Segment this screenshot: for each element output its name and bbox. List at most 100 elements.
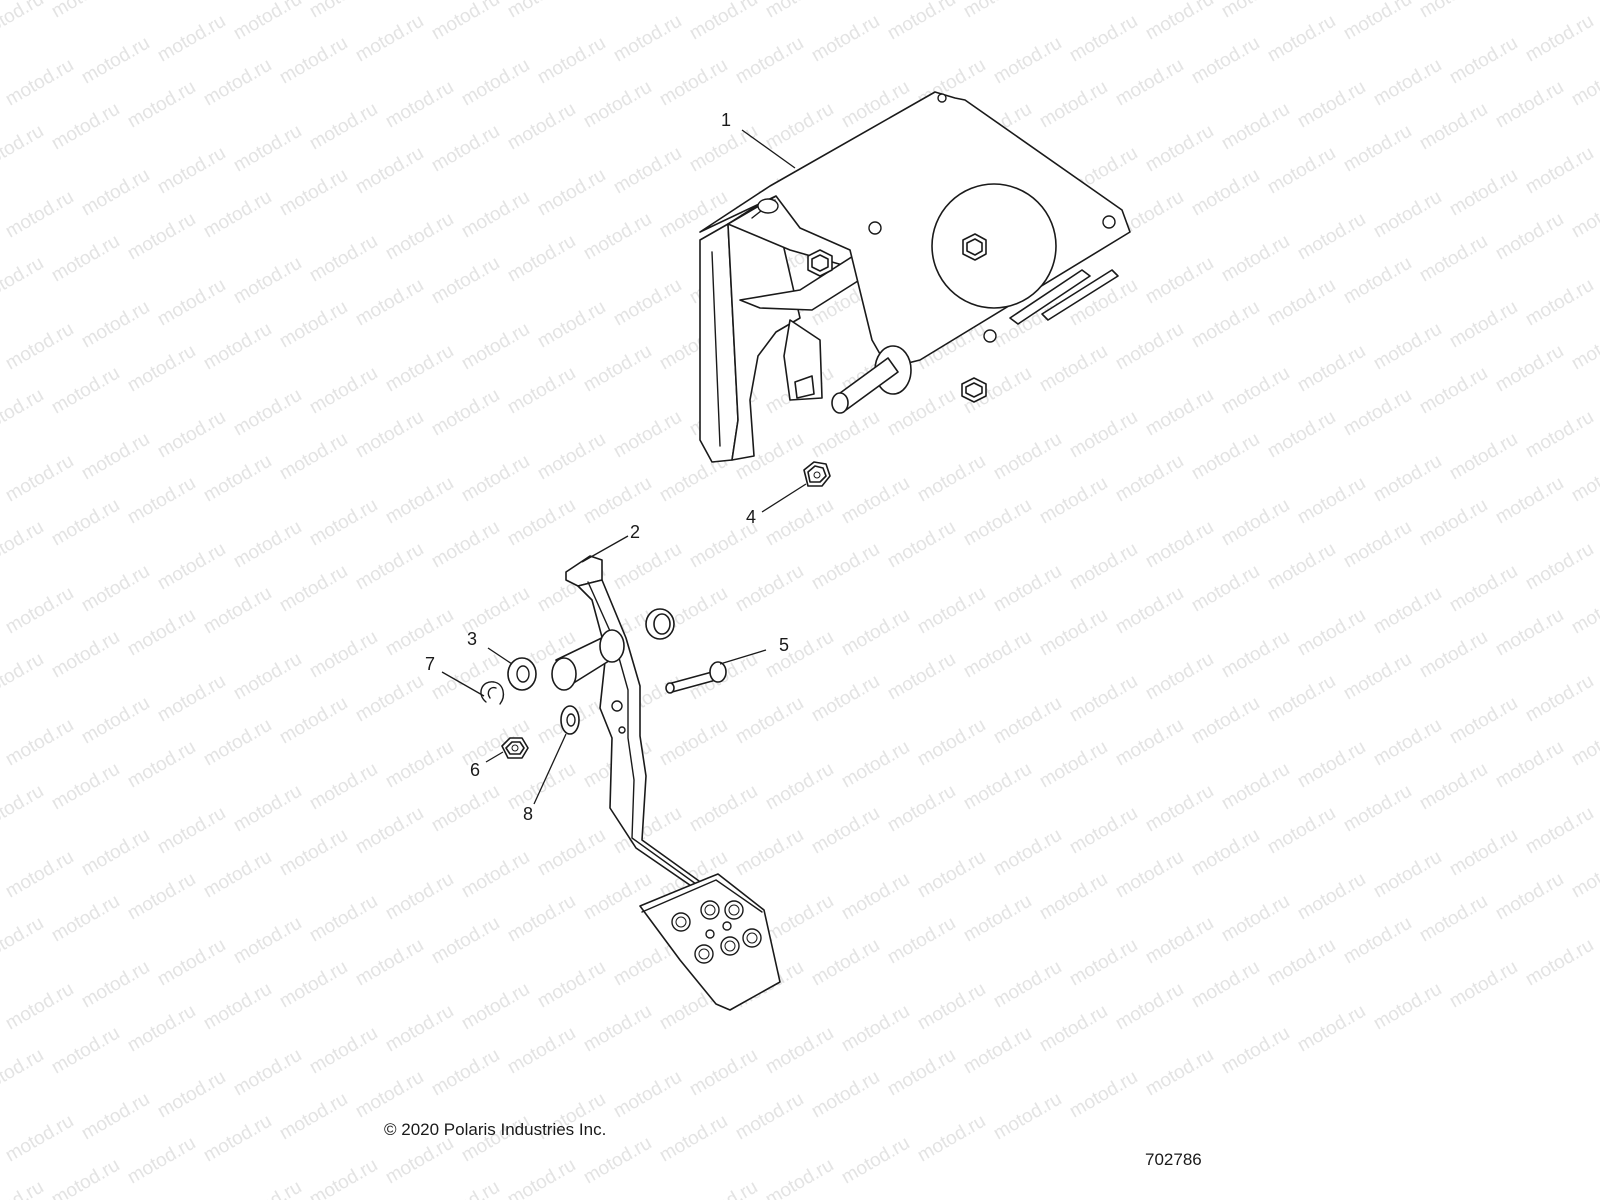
watermark-text: motod.ru [1142, 0, 1217, 44]
watermark-text: motod.ru [78, 165, 153, 221]
watermark-text: motod.ru [428, 253, 503, 309]
watermark-text: motod.ru [1522, 539, 1597, 595]
watermark-text: motod.ru [1568, 583, 1600, 639]
watermark-text: motod.ru [990, 33, 1065, 89]
callout-3[interactable]: 3 [467, 629, 477, 649]
watermark-text: motod.ru [990, 561, 1065, 617]
watermark-text: motod.ru [1370, 319, 1445, 375]
watermark-text: motod.ru [458, 55, 533, 111]
leader-lines [441, 129, 807, 805]
watermark-text: motod.ru [686, 1177, 761, 1200]
watermark-text: motod.ru [78, 561, 153, 617]
watermark-text: motod.ru [1568, 187, 1600, 243]
watermark-text: motod.ru [1218, 0, 1293, 22]
watermark-text: motod.ru [0, 473, 1, 529]
watermark-text: motod.ru [580, 77, 655, 133]
watermark-text: motod.ru [306, 1155, 381, 1200]
watermark-text: motod.ru [1066, 11, 1141, 67]
watermark-text: motod.ru [276, 957, 351, 1013]
watermark-text: motod.ru [382, 869, 457, 925]
watermark-text: motod.ru [230, 781, 305, 837]
watermark-text: motod.ru [0, 1001, 1, 1057]
watermark-text: motod.ru [200, 583, 275, 639]
callout-5[interactable]: 5 [779, 635, 789, 655]
watermark-text: motod.ru [1036, 605, 1111, 661]
callout-1[interactable]: 1 [721, 110, 731, 130]
watermark-text: motod.ru [154, 935, 229, 991]
watermark-text: motod.ru [1294, 209, 1369, 265]
watermark-text: motod.ru [0, 869, 1, 925]
watermark-text: motod.ru [504, 99, 579, 155]
watermark-text: motod.ru [352, 407, 427, 463]
watermark-text: motod.ru [1370, 583, 1445, 639]
watermark-text: motod.ru [124, 737, 199, 793]
watermark-text: motod.ru [884, 913, 959, 969]
corner-nut [961, 377, 987, 403]
watermark-text: motod.ru [48, 0, 123, 22]
watermark-text: motod.ru [382, 473, 457, 529]
callout-4[interactable]: 4 [746, 507, 756, 527]
watermark-text: motod.ru [914, 583, 989, 639]
watermark-text: motod.ru [200, 55, 275, 111]
watermark-text: motod.ru [154, 803, 229, 859]
watermark-text: motod.ru [1142, 649, 1217, 705]
watermark-text: motod.ru [838, 605, 913, 661]
watermark-text: motod.ru [1370, 451, 1445, 507]
watermark-text: motod.ru [428, 1045, 503, 1101]
watermark-text: motod.ru [1294, 869, 1369, 925]
watermark-text: motod.ru [762, 1023, 837, 1079]
watermark-text: motod.ru [1340, 385, 1415, 441]
watermark-text: motod.ru [154, 143, 229, 199]
watermark-text: motod.ru [808, 407, 883, 463]
watermark-text: motod.ru [1492, 737, 1567, 793]
watermark-text: motod.ru [1264, 11, 1339, 67]
watermark-text: motod.ru [1036, 869, 1111, 925]
watermark-text: motod.ru [914, 979, 989, 1035]
watermark-text: motod.ru [154, 1067, 229, 1123]
watermark-text: motod.ru [1340, 913, 1415, 969]
watermark-text: motod.ru [0, 385, 47, 441]
watermark-text: motod.ru [48, 363, 123, 419]
watermark-text: motod.ru [306, 363, 381, 419]
watermark-text: motod.ru [78, 297, 153, 353]
watermark-text: motod.ru [2, 187, 77, 243]
watermark-text: motod.ru [1188, 561, 1263, 617]
callout-7[interactable]: 7 [425, 654, 435, 674]
watermark-text: motod.ru [732, 1089, 807, 1145]
watermark-text: motod.ru [960, 1023, 1035, 1079]
watermark-text: motod.ru [1112, 715, 1187, 771]
watermark-text: motod.ru [686, 1045, 761, 1101]
watermark-text: motod.ru [1522, 407, 1597, 463]
watermark-text: motod.ru [808, 671, 883, 727]
watermark-text: motod.ru [1568, 55, 1600, 111]
watermark-text: motod.ru [762, 99, 837, 155]
watermark-text: motod.ru [1492, 869, 1567, 925]
watermark-text: motod.ru [808, 11, 883, 67]
watermark-text: motod.ru [0, 1045, 47, 1101]
callout-6[interactable]: 6 [470, 760, 480, 780]
watermark-text: motod.ru [1066, 935, 1141, 991]
watermark-text: motod.ru [306, 891, 381, 947]
watermark-text: motod.ru [1340, 253, 1415, 309]
callout-8[interactable]: 8 [523, 804, 533, 824]
watermark-text: motod.ru [2, 55, 77, 111]
watermark-text: motod.ru [1446, 165, 1521, 221]
watermark-text: motod.ru [534, 165, 609, 221]
watermark-text: motod.ru [2, 847, 77, 903]
callout-2[interactable]: 2 [630, 522, 640, 542]
watermark-text: motod.ru [960, 891, 1035, 947]
watermark-text: motod.ru [1416, 891, 1491, 947]
watermark-text: motod.ru [762, 891, 837, 947]
watermark-text: motod.ru [1340, 121, 1415, 177]
watermark-text: motod.ru [580, 209, 655, 265]
watermark-text: motod.ru [1446, 297, 1521, 353]
watermark-text: motod.ru [200, 847, 275, 903]
bushing [645, 608, 675, 640]
watermark-text: motod.ru [1066, 407, 1141, 463]
watermark-text: motod.ru [382, 209, 457, 265]
watermark-text: motod.ru [78, 825, 153, 881]
watermark-text: motod.ru [1218, 759, 1293, 815]
boss-nut [962, 233, 987, 261]
watermark-text: motod.ru [2, 979, 77, 1035]
watermark-text: motod.ru [0, 209, 1, 265]
